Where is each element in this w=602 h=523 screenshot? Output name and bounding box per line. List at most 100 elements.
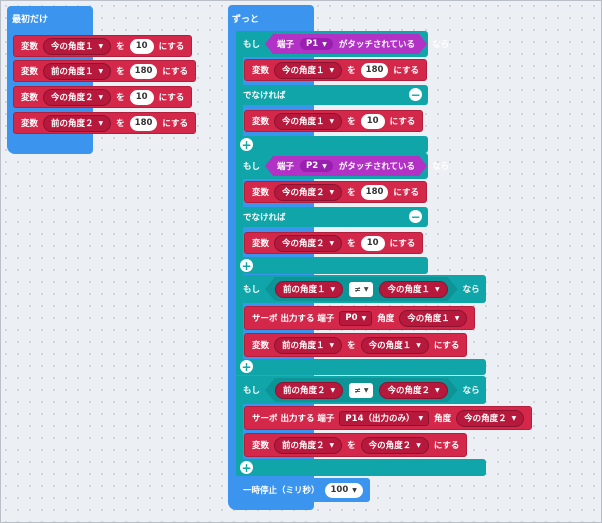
set-var-block[interactable]: 変数 今の角度２▼ を 180 にする xyxy=(244,181,428,203)
variable-dropdown[interactable]: 前の角度１▼ xyxy=(43,62,112,80)
minus-circle-icon[interactable]: − xyxy=(409,209,422,224)
else-header[interactable]: でなければ xyxy=(236,85,428,105)
pin-dropdown[interactable]: P0▼ xyxy=(339,310,373,326)
variable-dropdown[interactable]: 前の角度２▼ xyxy=(43,114,112,132)
compare-block[interactable]: 前の角度１▼ ≠▼ 今の角度１▼ xyxy=(265,277,458,301)
suffix-label: にする xyxy=(158,42,185,52)
caret-down-icon: ▼ xyxy=(416,441,421,449)
right-variable[interactable]: 今の角度１▼ xyxy=(379,281,447,298)
set-var-block[interactable]: 変数 今の角度２▼ を 10 にする xyxy=(244,232,424,254)
value-input[interactable]: 180 xyxy=(360,184,389,200)
if-block-4[interactable] xyxy=(236,376,243,476)
left-variable[interactable]: 前の角度１▼ xyxy=(275,281,343,298)
set-var-block[interactable]: 変数 前の角度２▼ を 今の角度２▼ にする xyxy=(244,433,468,457)
set-var-block[interactable]: 変数 今の角度１▼ を 180 にする xyxy=(244,59,428,81)
minus-circle-icon[interactable]: − xyxy=(409,87,422,102)
caret-down-icon: ▼ xyxy=(98,42,104,50)
else-header[interactable]: でなければ xyxy=(236,207,428,227)
pin-dropdown[interactable]: P2▼ xyxy=(300,160,333,172)
caret-down-icon: ▼ xyxy=(361,314,367,322)
suffix-label: にする xyxy=(393,66,420,76)
variable-dropdown[interactable]: 今の角度２▼ xyxy=(274,234,343,252)
set-var-block[interactable]: 変数 前の角度２▼ を 180 にする xyxy=(13,112,197,134)
set-var-block[interactable]: 変数 今の角度２▼ を 10 にする xyxy=(13,86,193,108)
if-label: もし xyxy=(243,386,261,396)
angle-variable[interactable]: 今の角度１▼ xyxy=(399,309,468,327)
set-var-block[interactable]: 変数 今の角度１▼ を 10 にする xyxy=(13,35,193,57)
servo-write-block[interactable]: サーボ 出力する 端子 P0▼ 角度 今の角度１▼ xyxy=(244,306,476,330)
to-label: を xyxy=(116,119,125,129)
operator-dropdown[interactable]: ≠▼ xyxy=(349,282,373,297)
value-variable[interactable]: 今の角度２▼ xyxy=(360,436,429,454)
value-input[interactable]: 10 xyxy=(129,89,154,105)
left-variable[interactable]: 前の角度２▼ xyxy=(275,382,343,399)
caret-down-icon: ▼ xyxy=(98,67,104,75)
if-label: もし xyxy=(243,285,261,295)
set-var-label: 変数 xyxy=(21,119,39,129)
plus-circle-icon[interactable]: + xyxy=(240,137,253,152)
value-input[interactable]: 180 xyxy=(129,115,158,131)
value-input[interactable]: 180 xyxy=(129,63,158,79)
compare-block[interactable]: 前の角度２▼ ≠▼ 今の角度２▼ xyxy=(265,378,458,402)
caret-down-icon: ▼ xyxy=(98,119,104,127)
variable-dropdown[interactable]: 今の角度２▼ xyxy=(274,183,343,201)
caret-down-icon: ▼ xyxy=(329,117,335,125)
forever-label: ずっと xyxy=(232,15,260,25)
set-var-block[interactable]: 変数 前の角度１▼ を 180 にする xyxy=(13,60,197,82)
pin-touched-block[interactable]: 端子 P2▼ がタッチされている xyxy=(265,156,427,176)
suffix-label: にする xyxy=(393,188,420,198)
caret-down-icon: ▼ xyxy=(322,40,327,48)
servo-label: サーボ 出力する 端子 xyxy=(252,414,335,424)
angle-variable[interactable]: 今の角度２▼ xyxy=(456,409,525,427)
variable-dropdown[interactable]: 前の角度１▼ xyxy=(274,336,343,354)
caret-down-icon: ▼ xyxy=(329,341,335,349)
set-var-block[interactable]: 変数 今の角度１▼ を 10 にする xyxy=(244,110,424,132)
plus-circle-icon[interactable]: + xyxy=(240,460,253,475)
if-header[interactable]: もし 端子 P1▼ がタッチされている なら xyxy=(236,31,449,57)
pin-touched-block[interactable]: 端子 P1▼ がタッチされている xyxy=(265,34,427,54)
if-header[interactable]: もし 前の角度２▼ ≠▼ 今の角度２▼ なら xyxy=(236,376,486,404)
if-block-3[interactable] xyxy=(236,275,243,375)
caret-down-icon: ▼ xyxy=(322,162,327,170)
value-input[interactable]: 10 xyxy=(360,113,385,129)
pin-dropdown[interactable]: P14（出力のみ）▼ xyxy=(339,410,430,426)
caret-down-icon: ▼ xyxy=(329,66,335,74)
variable-dropdown[interactable]: 今の角度２▼ xyxy=(43,88,112,106)
caret-down-icon: ▼ xyxy=(329,239,335,247)
plus-circle-icon[interactable]: + xyxy=(240,359,253,374)
angle-label: 角度 xyxy=(434,414,452,424)
caret-down-icon: ▼ xyxy=(435,285,440,293)
touched-label: がタッチされている xyxy=(338,40,416,50)
variable-dropdown[interactable]: 今の角度１▼ xyxy=(43,37,112,55)
value-variable[interactable]: 今の角度１▼ xyxy=(360,336,429,354)
variable-dropdown[interactable]: 前の角度２▼ xyxy=(274,436,343,454)
suffix-label: にする xyxy=(162,119,189,129)
operator-dropdown[interactable]: ≠▼ xyxy=(349,383,373,398)
variable-dropdown[interactable]: 今の角度１▼ xyxy=(274,112,343,130)
value-input[interactable]: 10 xyxy=(129,38,154,54)
value-input[interactable]: 180 xyxy=(360,62,389,78)
pause-block[interactable]: 一時停止（ミリ秒） 100▼ xyxy=(236,478,370,502)
set-var-block[interactable]: 変数 前の角度１▼ を 今の角度１▼ にする xyxy=(244,333,468,357)
set-var-label: 変数 xyxy=(21,93,39,103)
if-footer xyxy=(236,359,486,375)
pin-dropdown[interactable]: P1▼ xyxy=(300,38,333,50)
value-input[interactable]: 10 xyxy=(360,235,385,251)
caret-down-icon: ▼ xyxy=(418,414,424,422)
to-label: を xyxy=(116,67,125,77)
then-label: なら xyxy=(432,40,450,50)
servo-label: サーボ 出力する 端子 xyxy=(252,314,335,324)
variable-dropdown[interactable]: 今の角度１▼ xyxy=(274,61,343,79)
if-header[interactable]: もし 端子 P2▼ がタッチされている なら xyxy=(236,153,449,179)
plus-circle-icon[interactable]: + xyxy=(240,258,253,273)
suffix-label: にする xyxy=(162,67,189,77)
to-label: を xyxy=(347,239,356,249)
right-variable[interactable]: 今の角度２▼ xyxy=(379,382,447,399)
else-label: でなければ xyxy=(243,213,286,223)
pause-duration-dropdown[interactable]: 100▼ xyxy=(324,482,363,498)
servo-write-block[interactable]: サーボ 出力する 端子 P14（出力のみ）▼ 角度 今の角度２▼ xyxy=(244,406,533,430)
then-label: なら xyxy=(432,162,450,172)
if-header[interactable]: もし 前の角度１▼ ≠▼ 今の角度１▼ なら xyxy=(236,275,486,303)
set-var-label: 変数 xyxy=(21,42,39,52)
